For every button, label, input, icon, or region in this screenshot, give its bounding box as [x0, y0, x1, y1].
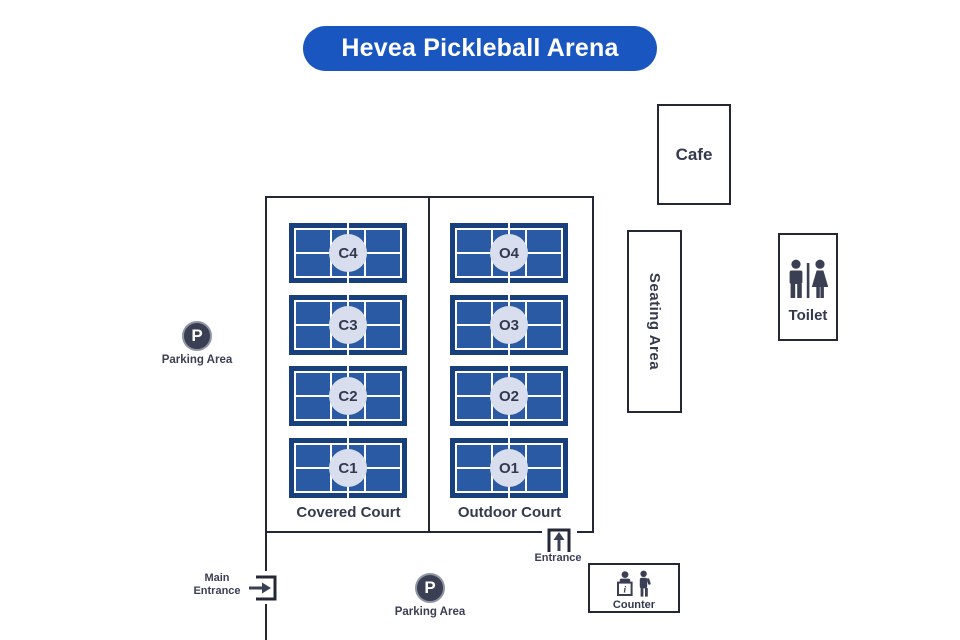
court-label-badge: C2	[329, 377, 367, 415]
covered-court-label: Covered Court	[296, 504, 401, 521]
cafe-box: Cafe	[657, 104, 731, 205]
court-o3: O3	[450, 291, 568, 359]
seating-area-box: Seating Area	[627, 230, 682, 413]
title-banner: Hevea Pickleball Arena	[303, 26, 657, 71]
main-entrance-label: Main Entrance	[188, 572, 246, 598]
building-wall-right	[592, 196, 594, 533]
main-entrance-icon	[249, 575, 277, 601]
restroom-icon	[789, 259, 829, 298]
building-wall-bottom-right-segment	[577, 531, 594, 533]
outer-wall-upper-segment	[265, 533, 267, 571]
building-wall-bottom-left-segment	[265, 531, 542, 533]
main-entrance-line2: Entrance	[193, 585, 241, 597]
outer-wall-lower-segment	[265, 604, 267, 640]
parking-label: Parking Area	[394, 606, 466, 618]
parking-area-bottom: P Parking Area	[384, 573, 476, 618]
main-entrance-line1: Main	[204, 572, 230, 584]
court-o2: O2	[450, 362, 568, 430]
toilet-box: Toilet	[778, 233, 838, 341]
toilet-label: Toilet	[788, 306, 828, 324]
counter-box: i Counter	[588, 563, 680, 613]
svg-text:i: i	[623, 585, 626, 595]
court-c1: C1	[289, 434, 407, 502]
court-label-badge: C3	[329, 306, 367, 344]
court-label-badge: O1	[490, 449, 528, 487]
parking-icon: P	[415, 573, 445, 603]
parking-label: Parking Area	[161, 354, 233, 366]
entrance-icon	[547, 528, 571, 552]
building-wall-left	[265, 196, 267, 533]
court-label-badge: O3	[490, 306, 528, 344]
parking-area-left: P Parking Area	[151, 321, 243, 366]
information-counter-icon: i	[617, 570, 651, 597]
court-label-badge: O2	[490, 377, 528, 415]
court-c3: C3	[289, 291, 407, 359]
entrance-label: Entrance	[534, 552, 582, 564]
court-label-badge: C1	[329, 449, 367, 487]
cafe-label: Cafe	[675, 144, 713, 164]
court-label-badge: C4	[329, 234, 367, 272]
outdoor-court-label: Outdoor Court	[457, 504, 562, 521]
counter-label: Counter	[612, 598, 656, 611]
page-title: Hevea Pickleball Arena	[341, 34, 619, 62]
court-label-badge: O4	[490, 234, 528, 272]
building-divider-wall	[428, 196, 430, 533]
seating-area-label: Seating Area	[646, 272, 663, 371]
court-o4: O4	[450, 219, 568, 287]
court-c2: C2	[289, 362, 407, 430]
parking-icon: P	[182, 321, 212, 351]
court-c4: C4	[289, 219, 407, 287]
court-o1: O1	[450, 434, 568, 502]
